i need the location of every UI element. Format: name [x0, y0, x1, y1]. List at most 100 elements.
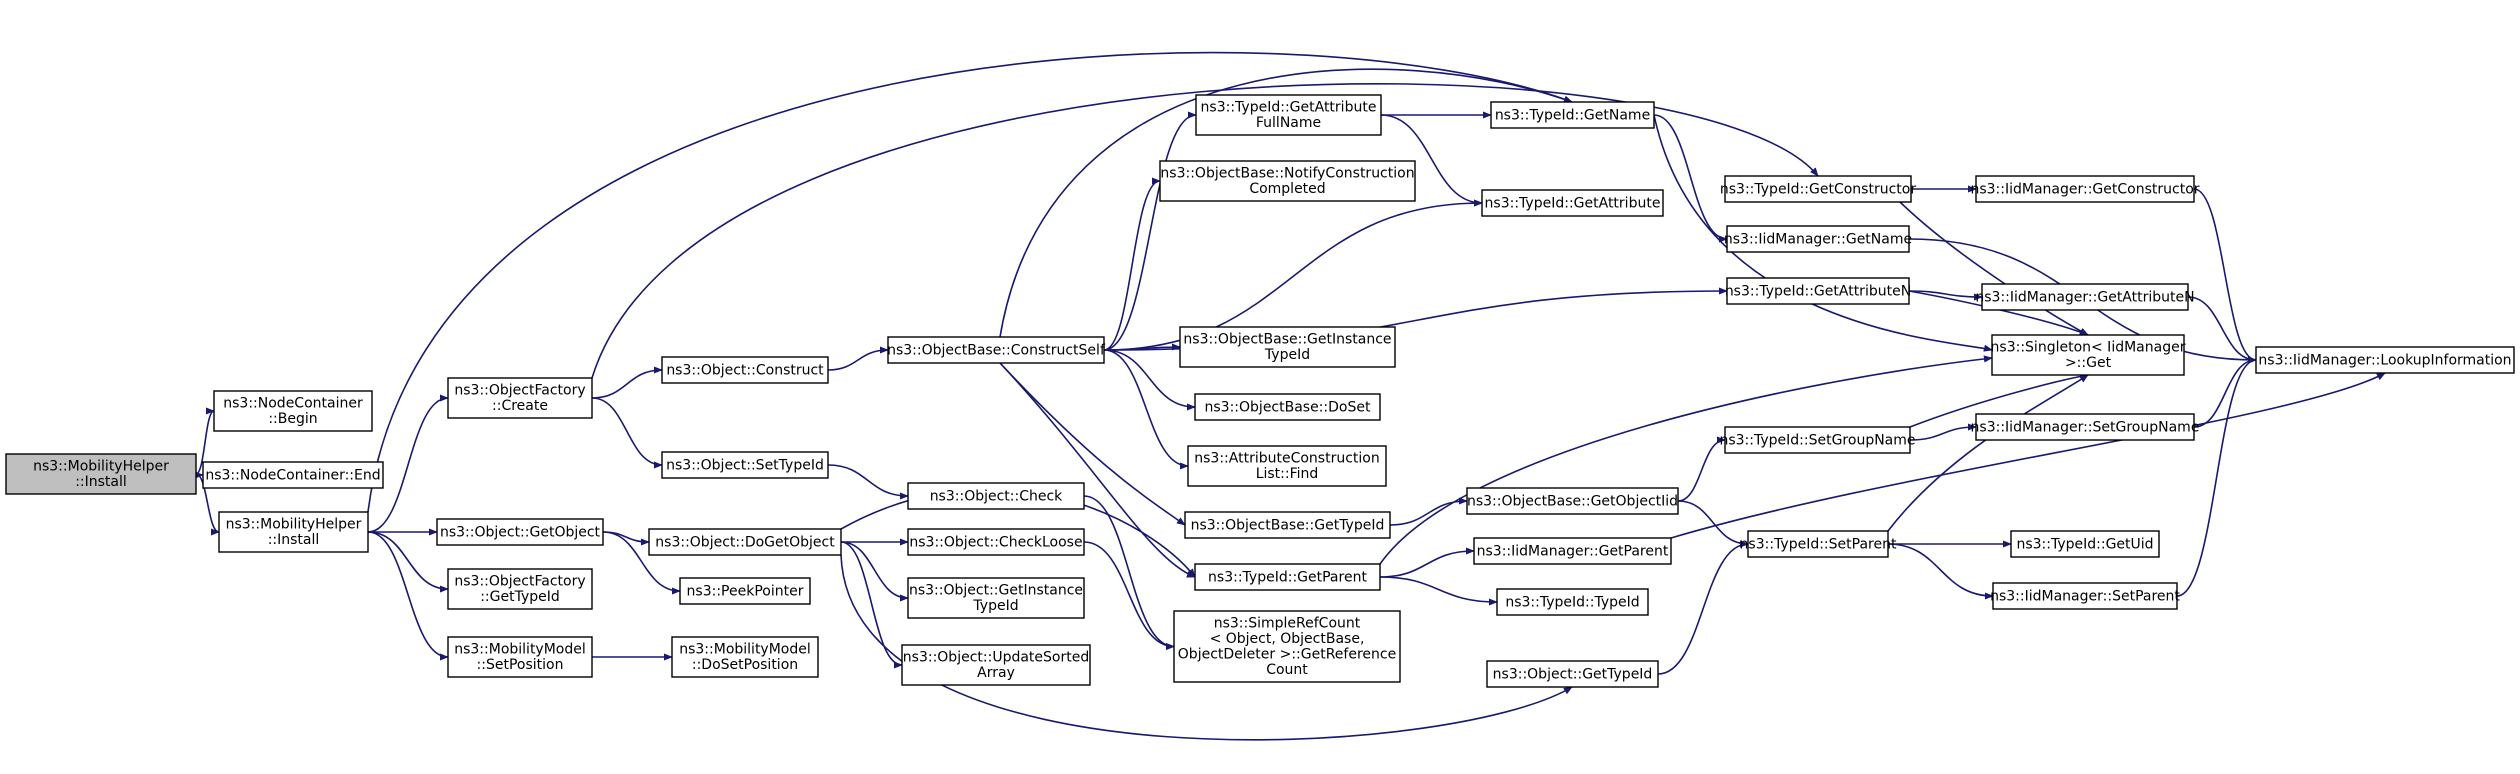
node-box — [1466, 487, 1679, 515]
graph-node-n7[interactable]: ns3::MobilityModel::SetPosition — [447, 636, 593, 678]
graph-node-n38[interactable]: ns3::IidManager::GetAttributeN — [1975, 283, 2195, 311]
node-label: ns3::MobilityModel — [679, 642, 811, 658]
graph-node-n31[interactable]: ns3::Object::GetTypeId — [1486, 660, 1659, 688]
graph-node-n24[interactable]: ns3::TypeId::GetParent — [1194, 563, 1381, 591]
graph-node-n11[interactable]: ns3::PeekPointer — [679, 577, 811, 605]
node-label: ns3::Object::DoGetObject — [655, 534, 835, 550]
graph-node-n13[interactable]: ns3::ObjectBase::ConstructSelf — [887, 336, 1106, 364]
graph-node-n10[interactable]: ns3::Object::DoGetObject — [648, 528, 842, 556]
graph-node-n29[interactable]: ns3::IidManager::GetParent — [1473, 537, 1672, 565]
call-edge — [602, 531, 681, 595]
graph-node-n2[interactable]: ns3::NodeContainer::End — [202, 461, 384, 489]
graph-node-n19[interactable]: ns3::ObjectBase::NotifyConstructionCompl… — [1159, 160, 1416, 202]
edge-n5-n11 — [602, 531, 681, 595]
edge-n10-n17 — [840, 541, 903, 669]
node-label: ns3::Object::Construct — [666, 362, 824, 378]
call-edge — [1653, 114, 1993, 352]
graph-node-n43[interactable]: ns3::IidManager::LookupInformation — [2255, 346, 2515, 374]
graph-node-n3[interactable]: ns3::MobilityHelper::Install — [218, 511, 369, 553]
node-label: ns3::TypeId::SetParent — [1740, 536, 1897, 552]
graph-node-n40[interactable]: ns3::IidManager::SetGroupName — [1971, 413, 2200, 441]
call-edge — [1379, 576, 1498, 606]
graph-node-n34[interactable]: ns3::TypeId::GetAttributeN — [1725, 277, 1911, 305]
node-label: ::DoSetPosition — [692, 657, 798, 673]
graph-node-n12[interactable]: ns3::MobilityModel::DoSetPosition — [671, 636, 819, 678]
graph-node-n26[interactable]: ns3::TypeId::GetName — [1490, 101, 1655, 129]
node-box — [1473, 537, 1672, 565]
call-edge — [591, 83, 1819, 379]
graph-node-n32[interactable]: ns3::TypeId::GetConstructor — [1720, 175, 1916, 203]
graph-node-n28[interactable]: ns3::ObjectBase::GetObjectIid — [1466, 487, 1679, 515]
node-label: ns3::IidManager::LookupInformation — [2258, 352, 2511, 368]
edge-n35-n39 — [1909, 372, 2089, 428]
node-box — [1726, 225, 1910, 253]
node-box — [661, 451, 829, 479]
node-label: ns3::Object::GetInstance — [909, 583, 1083, 599]
node-box — [1991, 334, 2185, 376]
node-label: ::GetTypeId — [480, 589, 560, 605]
graph-node-n8[interactable]: ns3::Object::Construct — [661, 356, 829, 384]
graph-node-n39[interactable]: ns3::Singleton< IidManager >::Get — [1991, 334, 2186, 376]
graph-node-n41[interactable]: ns3::TypeId::GetUid — [2010, 530, 2160, 558]
edge-n36-n42 — [1887, 543, 1994, 600]
graph-node-n6[interactable]: ns3::ObjectFactory::GetTypeId — [447, 568, 593, 610]
graph-node-n35[interactable]: ns3::TypeId::SetGroupName — [1719, 426, 1916, 454]
node-box — [671, 636, 819, 678]
graph-node-n1[interactable]: ns3::NodeContainer::Begin — [213, 390, 373, 432]
call-edge — [1083, 495, 1175, 651]
edge-n24-n30 — [1379, 576, 1498, 606]
call-edge — [827, 346, 889, 371]
call-edge — [2193, 188, 2257, 364]
graph-node-n30[interactable]: ns3::TypeId::TypeId — [1496, 588, 1649, 616]
graph-node-n4[interactable]: ns3::ObjectFactory::Create — [447, 377, 593, 419]
node-label: ns3::ObjectBase::DoSet — [1205, 399, 1371, 415]
edge-n3-n4 — [367, 394, 449, 533]
edge-n8-n13 — [827, 346, 889, 371]
graph-node-n37[interactable]: ns3::IidManager::GetConstructor — [1970, 175, 2200, 203]
node-label: ns3::TypeId::GetUid — [2016, 536, 2153, 552]
node-label: ns3::NodeContainer::End — [205, 467, 380, 483]
graph-node-n27[interactable]: ns3::TypeId::GetAttribute — [1481, 189, 1664, 217]
node-label: ObjectDeleter >::GetReference — [1178, 647, 1396, 663]
graph-node-n23[interactable]: ns3::ObjectBase::GetTypeId — [1184, 511, 1391, 539]
node-label: ns3::Object::GetTypeId — [1493, 666, 1653, 682]
edge-n4-n8 — [591, 366, 663, 399]
node-label: ns3::PeekPointer — [687, 583, 804, 599]
node-box — [1179, 326, 1396, 368]
graph-node-n42[interactable]: ns3::IidManager::SetParent — [1990, 582, 2180, 610]
graph-node-n25[interactable]: ns3::SimpleRefCount< Object, ObjectBase,… — [1173, 610, 1401, 683]
edge-n15-n25 — [1083, 541, 1175, 651]
graph-node-n33[interactable]: ns3::IidManager::GetName — [1724, 225, 1912, 253]
graph-node-n0[interactable]: ns3::MobilityHelper::Install — [5, 453, 197, 495]
graph-node-n21[interactable]: ns3::ObjectBase::DoSet — [1194, 393, 1381, 421]
edge-n4-n9 — [591, 397, 663, 469]
node-label: ns3::Object::SetTypeId — [666, 457, 824, 473]
node-box — [1496, 588, 1649, 616]
node-box — [202, 461, 384, 489]
node-box — [1975, 413, 2195, 441]
graph-node-n15[interactable]: ns3::Object::CheckLoose — [907, 528, 1085, 556]
call-edge — [1103, 349, 1196, 411]
node-label: ns3::TypeId::GetParent — [1208, 569, 1367, 585]
edge-n28-n36 — [1677, 500, 1749, 548]
node-label: List::Find — [1256, 466, 1319, 482]
graph-node-n5[interactable]: ns3::Object::GetObject — [436, 518, 604, 546]
graph-node-n36[interactable]: ns3::TypeId::SetParent — [1740, 530, 1897, 558]
node-label: Completed — [1249, 181, 1325, 197]
edge-n31-n36 — [1657, 540, 1749, 675]
node-box — [907, 528, 1085, 556]
call-edge — [1653, 114, 1728, 243]
edge-n42-n43 — [2176, 356, 2257, 597]
graph-node-n14[interactable]: ns3::Object::Check — [907, 482, 1085, 510]
call-edge — [367, 531, 449, 593]
node-label: TypeId — [972, 598, 1018, 614]
graph-node-n9[interactable]: ns3::Object::SetTypeId — [661, 451, 829, 479]
node-box — [447, 377, 593, 419]
call-edge — [1103, 199, 1483, 351]
